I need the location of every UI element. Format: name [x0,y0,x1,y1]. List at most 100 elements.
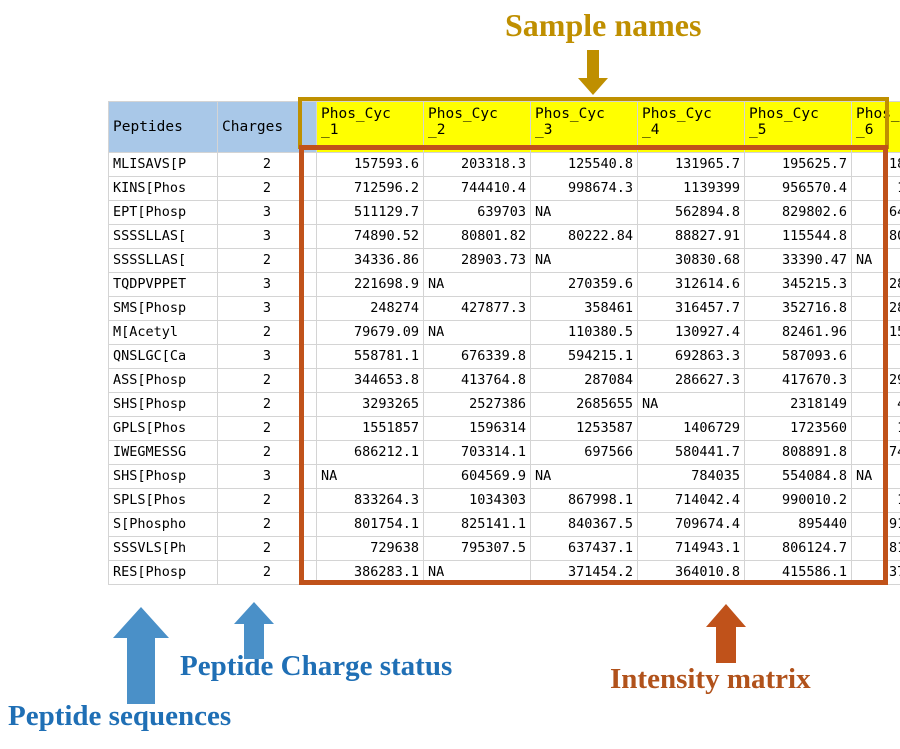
cell-peptide[interactable]: SHS[Phosp [108,392,218,417]
cell-intensity[interactable]: 110380.5 [530,320,638,345]
cell-intensity[interactable]: 415586.1 [744,560,852,585]
cell-peptide[interactable]: ASS[Phosp [108,368,218,393]
cell-intensity[interactable]: 248274 [316,296,424,321]
cell-intensity[interactable]: 1723560 [744,416,852,441]
cell-intensity[interactable]: 2527386 [423,392,531,417]
cell-intensity[interactable]: 1502006 [851,416,900,441]
cell-intensity[interactable]: 33390.47 [744,248,852,273]
cell-intensity[interactable]: 580441.7 [637,440,745,465]
cell-intensity[interactable]: 795307.5 [423,536,531,561]
cell-peptide[interactable]: GPLS[Phos [108,416,218,441]
cell-intensity[interactable]: 744410.4 [423,176,531,201]
cell-intensity[interactable]: 562894.8 [637,200,745,225]
column-header-sample-6[interactable]: Phos_Cyc _6 [851,101,900,153]
cell-intensity[interactable]: 833264.3 [316,488,424,513]
column-header-sample-5[interactable]: Phos_Cyc _5 [744,101,852,153]
cell-intensity[interactable]: 594215.1 [530,344,638,369]
cell-intensity[interactable]: 30830.68 [637,248,745,273]
cell-peptide[interactable]: MLISAVS[P [108,152,218,177]
cell-peptide[interactable]: SSSVLS[Ph [108,536,218,561]
cell-intensity[interactable]: 345215.3 [744,272,852,297]
cell-intensity[interactable]: NA [423,320,531,345]
cell-peptide[interactable]: SSSSLLAS[ [108,248,218,273]
cell-intensity[interactable]: NA [637,392,745,417]
cell-intensity[interactable]: 756873 [851,344,900,369]
cell-intensity[interactable]: 818071.6 [851,536,900,561]
cell-intensity[interactable]: NA [530,200,638,225]
cell-intensity[interactable]: 1253587 [530,416,638,441]
cell-intensity[interactable]: 155724.4 [851,320,900,345]
cell-charge[interactable]: 2 [217,560,317,585]
cell-intensity[interactable]: 806124.7 [744,536,852,561]
cell-intensity[interactable]: 709674.4 [637,512,745,537]
cell-intensity[interactable]: 28903.73 [423,248,531,273]
cell-intensity[interactable]: 130927.4 [637,320,745,345]
cell-intensity[interactable]: 80222.84 [530,224,638,249]
cell-intensity[interactable]: 417670.3 [744,368,852,393]
cell-intensity[interactable]: 645625.4 [851,200,900,225]
cell-intensity[interactable]: 286627.3 [637,368,745,393]
intensity-spreadsheet[interactable]: Peptides Charges Phos_Cyc _1 Phos_Cyc _2… [108,101,900,585]
cell-intensity[interactable]: 352716.8 [744,296,852,321]
cell-intensity[interactable]: 80334.69 [851,224,900,249]
cell-intensity[interactable]: 511129.7 [316,200,424,225]
cell-intensity[interactable]: 895440 [744,512,852,537]
cell-intensity[interactable]: 74890.52 [316,224,424,249]
cell-intensity[interactable]: 2685655 [530,392,638,417]
cell-intensity[interactable]: 801754.1 [316,512,424,537]
cell-intensity[interactable]: 180664.5 [851,152,900,177]
cell-charge[interactable]: 2 [217,392,317,417]
cell-charge[interactable]: 3 [217,224,317,249]
cell-intensity[interactable]: 714042.4 [637,488,745,513]
cell-charge[interactable]: 2 [217,152,317,177]
cell-intensity[interactable]: 82461.96 [744,320,852,345]
cell-charge[interactable]: 2 [217,248,317,273]
cell-charge[interactable]: 2 [217,536,317,561]
cell-charge[interactable]: 3 [217,344,317,369]
cell-intensity[interactable]: 808891.8 [744,440,852,465]
cell-intensity[interactable]: 692863.3 [637,344,745,369]
cell-intensity[interactable]: 1551857 [316,416,424,441]
cell-intensity[interactable]: 587093.6 [744,344,852,369]
cell-peptide[interactable]: RES[Phosp [108,560,218,585]
cell-intensity[interactable]: 287084 [530,368,638,393]
cell-intensity[interactable]: NA [423,560,531,585]
cell-charge[interactable]: 2 [217,440,317,465]
cell-intensity[interactable]: 115544.8 [744,224,852,249]
cell-intensity[interactable]: 784035 [637,464,745,489]
cell-charge[interactable]: 3 [217,464,317,489]
cell-intensity[interactable]: NA [530,248,638,273]
cell-intensity[interactable]: 729638 [316,536,424,561]
cell-intensity[interactable]: NA [851,248,900,273]
cell-peptide[interactable]: SPLS[Phos [108,488,218,513]
cell-intensity[interactable]: 413764.8 [423,368,531,393]
column-header-sample-2[interactable]: Phos_Cyc _2 [423,101,531,153]
cell-charge[interactable]: 2 [217,512,317,537]
cell-intensity[interactable]: 990010.2 [744,488,852,513]
cell-intensity[interactable]: NA [530,464,638,489]
cell-intensity[interactable]: 703314.1 [423,440,531,465]
column-header-peptides[interactable]: Peptides [108,101,218,153]
cell-intensity[interactable]: 829802.6 [744,200,852,225]
cell-intensity[interactable]: 554084.8 [744,464,852,489]
column-header-sample-3[interactable]: Phos_Cyc _3 [530,101,638,153]
cell-intensity[interactable]: 1596314 [423,416,531,441]
cell-intensity[interactable]: 3293265 [316,392,424,417]
cell-intensity[interactable]: 295301.9 [851,368,900,393]
cell-peptide[interactable]: KINS[Phos [108,176,218,201]
cell-peptide[interactable]: EPT[Phosp [108,200,218,225]
cell-peptide[interactable]: QNSLGC[Ca [108,344,218,369]
cell-intensity[interactable]: 867998.1 [530,488,638,513]
cell-intensity[interactable]: 745552.6 [851,440,900,465]
cell-intensity[interactable]: 676339.8 [423,344,531,369]
cell-intensity[interactable]: 373595.6 [851,560,900,585]
